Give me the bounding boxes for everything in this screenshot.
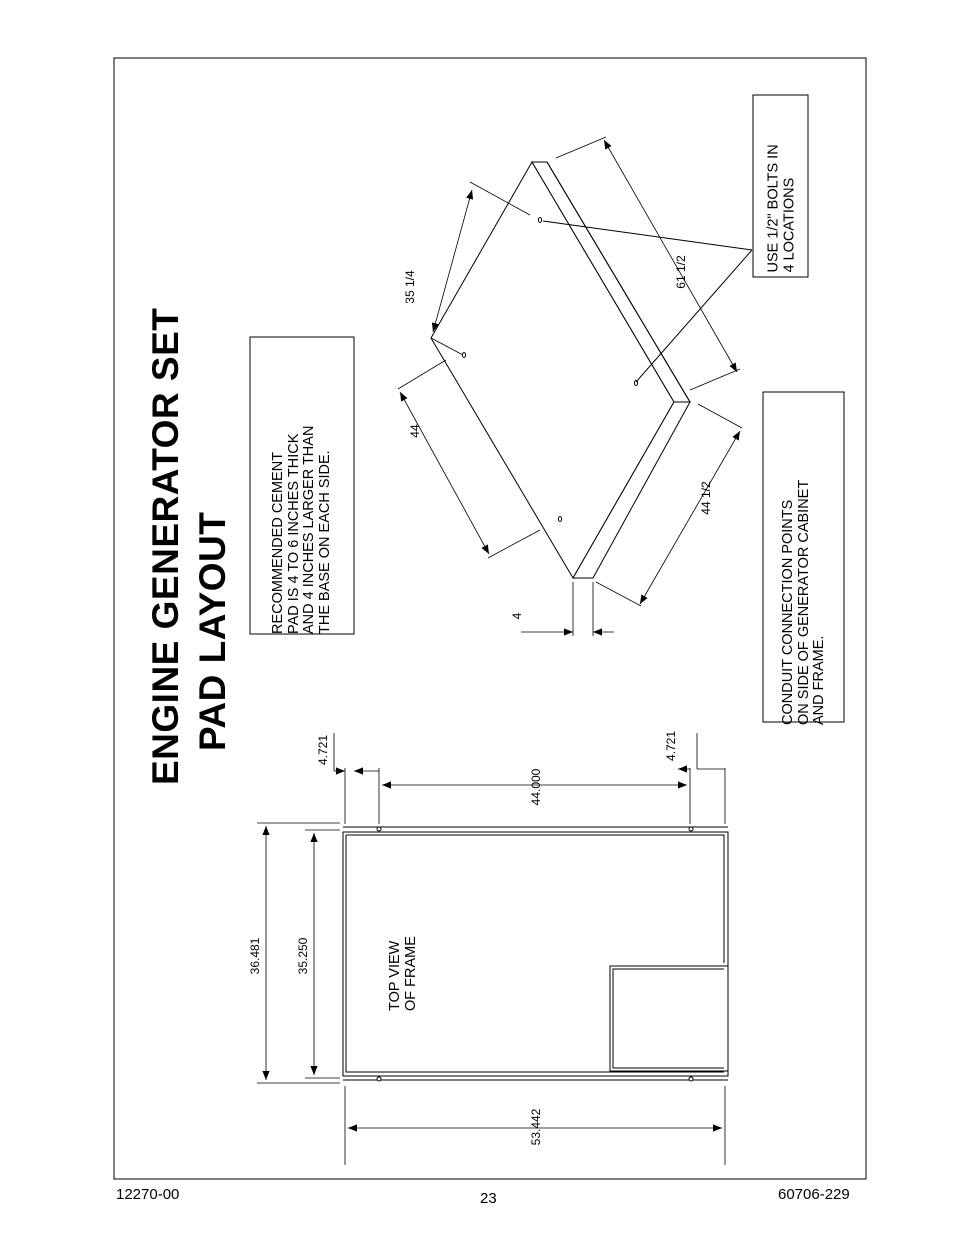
footer-part-number: 60706-229 [778, 1186, 850, 1203]
iso-dimensions [397, 136, 743, 636]
conduit-note-line: AND FRAME. [811, 635, 827, 725]
bolt-hole-icon [537, 217, 543, 223]
bolt-hole-icon [557, 516, 563, 522]
bolts-note: USE 1/2" BOLTS IN 4 LOCATIONS [765, 103, 798, 273]
conduit-note-box [762, 391, 845, 723]
top-view-label-line: OF FRAME [402, 936, 419, 1011]
cement-note-line: AND 4 INCHES LARGER THAN [301, 425, 317, 634]
frame-dimensions [257, 733, 726, 1165]
dim-left-offset: 4.721 [316, 734, 330, 766]
bolt-holes [461, 217, 639, 522]
top-view-label-line: TOP VIEW [387, 940, 403, 1011]
cement-note-line: PAD IS 4 TO 6 INCHES THICK [285, 433, 302, 634]
conduit-note-line: ON SIDE OF GENERATOR CABINET [795, 479, 812, 725]
top-view-label: TOP VIEW OF FRAME [387, 911, 420, 1011]
dim-length: 53.442 [529, 1108, 543, 1146]
dim-44-1-2: 44 1/2 [699, 481, 713, 515]
bolt-hole-icon [376, 826, 382, 832]
bolt-hole-icon [688, 826, 694, 832]
dim-outer-depth: 36.481 [248, 937, 262, 975]
bolts-note-line: USE 1/2" BOLTS IN [765, 144, 782, 273]
dim-44: 44 [408, 424, 422, 438]
page-title-line-2: PAD LAYOUT [192, 511, 233, 751]
dim-right-offset: 4.721 [664, 730, 678, 762]
conduit-note: CONDUIT CONNECTION POINTS ON SIDE OF GEN… [780, 409, 827, 725]
dim-bolt-span: 44.000 [529, 768, 543, 806]
dim-61-1-2: 61 1/2 [674, 255, 688, 289]
page-border [113, 57, 867, 1180]
dim-4: 4 [510, 612, 524, 620]
frame-outline [342, 831, 729, 1077]
bolt-hole-icon [376, 1076, 382, 1082]
frame-bolt-holes [376, 826, 694, 1082]
bolts-note-line: 4 LOCATIONS [781, 177, 797, 273]
conduit-note-line: CONDUIT CONNECTION POINTS [780, 499, 796, 725]
cement-note-box [249, 336, 355, 635]
pad-front-face [572, 401, 691, 579]
pad-side-face [531, 161, 691, 403]
cement-note-line: THE BASE ON EACH SIDE. [316, 450, 333, 634]
footer-page-number: 23 [480, 1190, 497, 1207]
page-title-line-1: ENGINE GENERATOR SET [145, 307, 186, 785]
dim-inner-depth: 35.250 [296, 937, 310, 975]
bolts-note-box [752, 94, 809, 278]
isometric-pad [430, 161, 691, 579]
frame-top-view [342, 826, 729, 1081]
cement-note-line: RECOMMENDED CEMENT [270, 451, 286, 634]
footer-doc-number: 12270-00 [116, 1186, 180, 1203]
cement-note: RECOMMENDED CEMENT PAD IS 4 TO 6 INCHES … [270, 346, 333, 634]
bolt-hole-icon [688, 1076, 694, 1082]
dim-35-1-4: 35 1/4 [403, 270, 417, 304]
